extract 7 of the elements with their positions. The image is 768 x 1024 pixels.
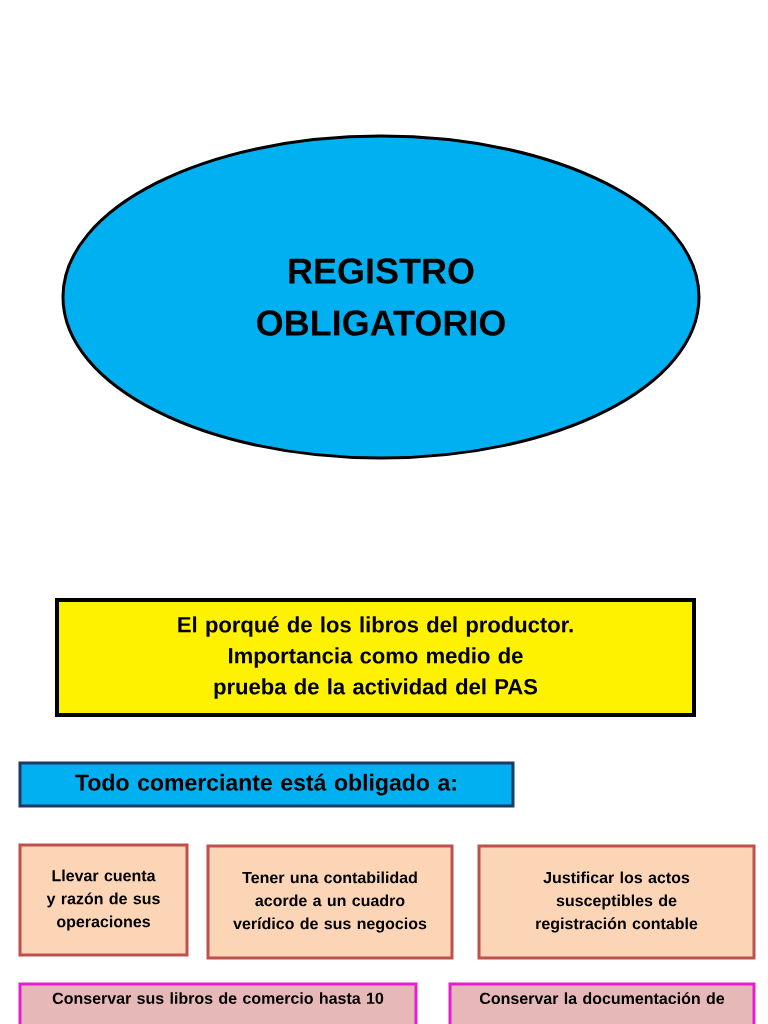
obligation-box: Justificar los actos susceptibles de registración contable bbox=[477, 844, 756, 960]
obligation-box: Tener una contabilidad acorde a un cuadro verídico de sus negocios bbox=[206, 844, 454, 960]
obligation-box: Conservar sus libros de comercio hasta 10 bbox=[18, 982, 418, 1024]
heading-box: Todo comerciante está obligado a: bbox=[18, 761, 515, 808]
obligation-box: Conservar la documentación de bbox=[448, 982, 756, 1024]
title-box: El porqué de los libros del productor. Importancia como medio de prueba de la actividad del PAS bbox=[55, 598, 696, 717]
obligation-box: Llevar cuenta y razón de sus operaciones bbox=[18, 843, 189, 957]
